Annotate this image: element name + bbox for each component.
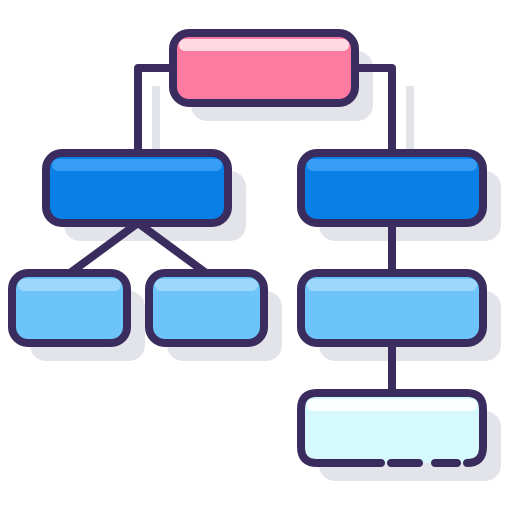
level2-left-a-node-highlight — [18, 279, 121, 291]
connector-lines — [66, 64, 396, 397]
root-node-highlight — [179, 39, 349, 51]
connector-root-right — [351, 64, 396, 159]
level2-left-b-node-outline — [145, 269, 268, 347]
level2-left-a-node-outline — [8, 269, 131, 347]
connector-root-left — [134, 64, 179, 159]
level1-left-node-highlight — [52, 159, 222, 171]
connector-left-to-b — [134, 219, 210, 277]
level2-left-b-node-highlight — [155, 279, 258, 291]
level2-right-node-outline — [297, 269, 487, 347]
root-node-outline — [169, 29, 359, 107]
level1-left-node — [42, 149, 232, 227]
leaf-node-outline — [297, 389, 487, 467]
hierarchy-nodes — [8, 29, 487, 467]
connector-left-to-a — [66, 219, 142, 277]
level1-left-node-outline — [42, 149, 232, 227]
level1-right-node — [297, 149, 487, 227]
level2-left-b-node — [145, 269, 268, 347]
level1-right-node-highlight — [307, 159, 477, 171]
level2-left-a-node — [8, 269, 131, 347]
level2-right-node — [297, 269, 487, 347]
level2-right-node-highlight — [307, 279, 477, 291]
level1-right-node-outline — [297, 149, 487, 227]
leaf-node — [297, 389, 487, 467]
leaf-node-highlight — [307, 399, 477, 411]
root-node — [169, 29, 359, 107]
